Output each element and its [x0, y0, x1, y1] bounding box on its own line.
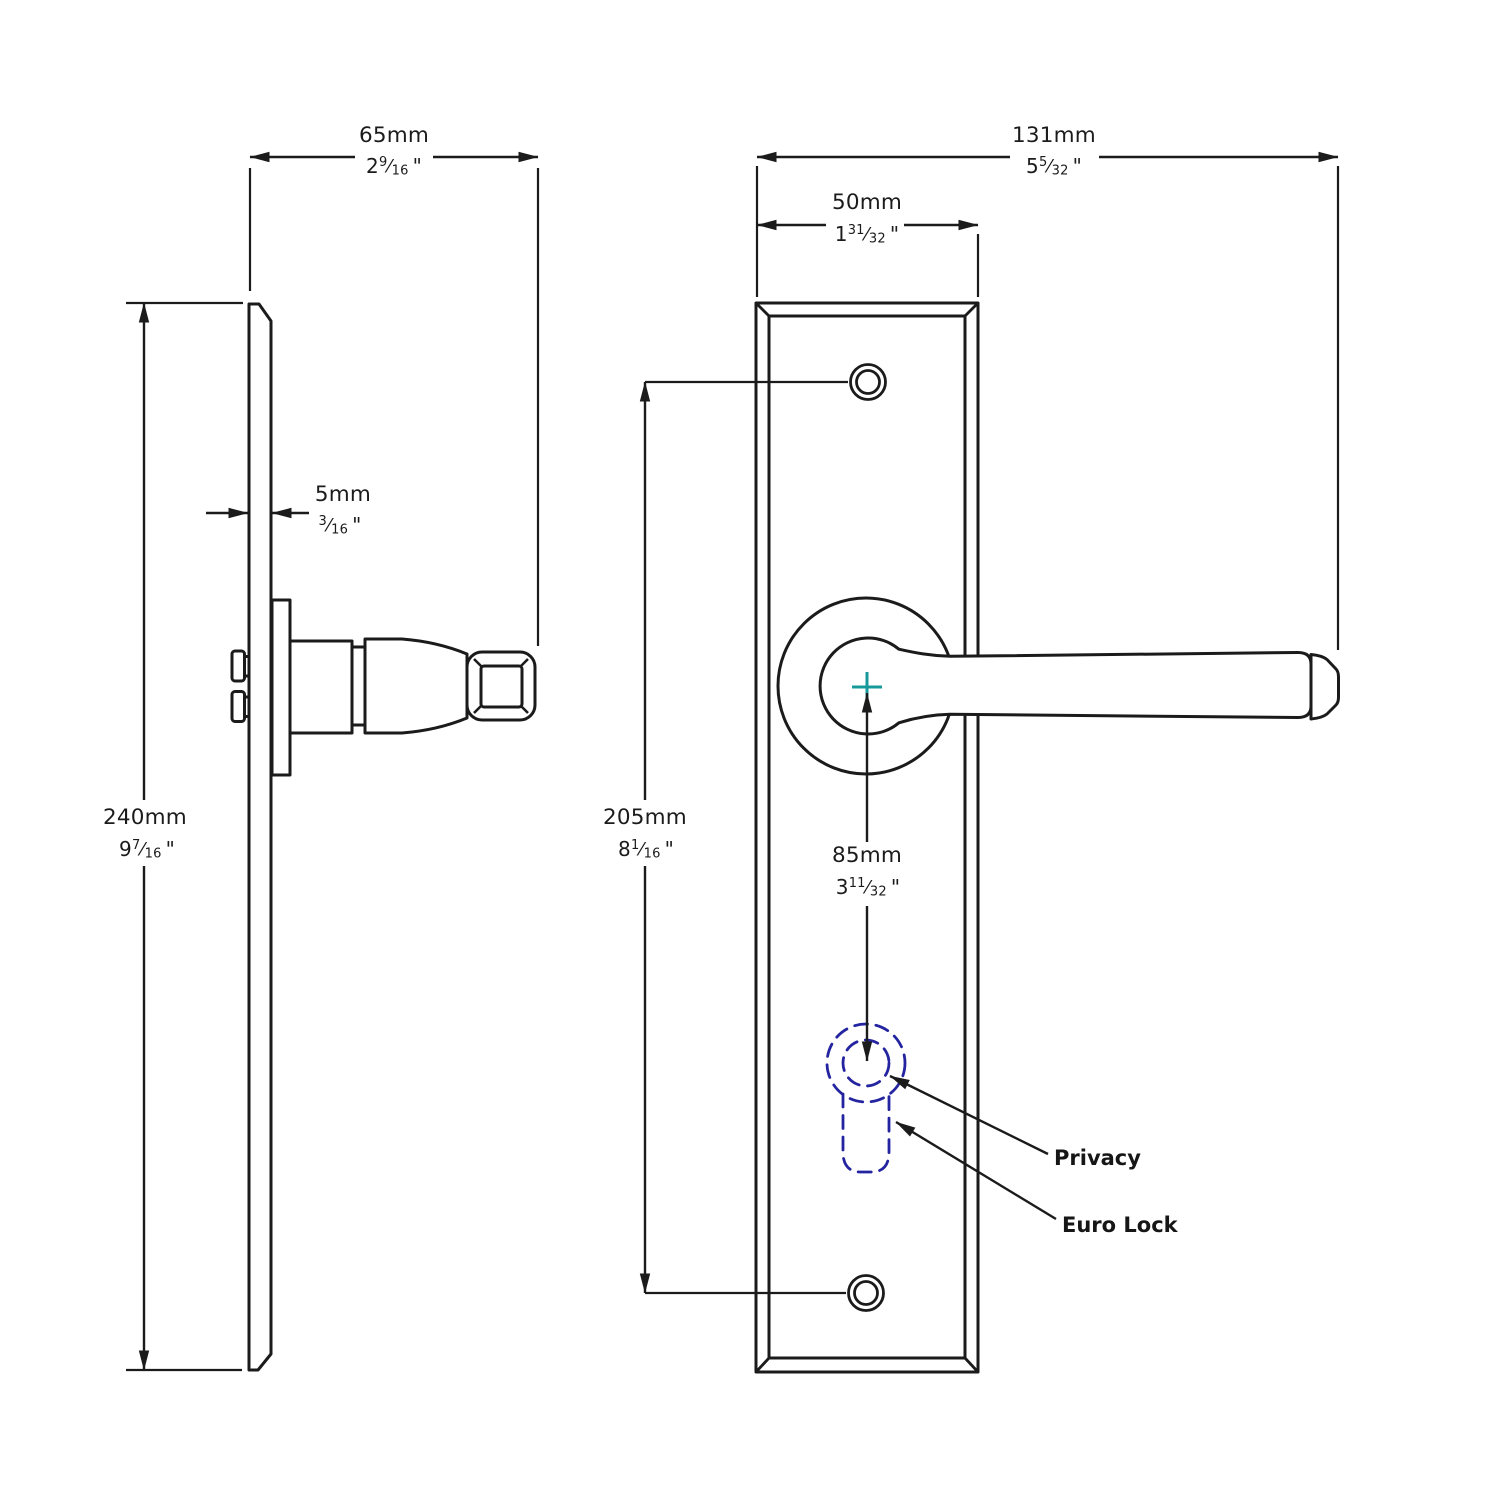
dim-plate-width-inches: 131⁄32": [834, 222, 900, 247]
side-knob-bevel-lines: [473, 658, 529, 714]
euro-lock-label: Euro Lock: [1062, 1213, 1178, 1237]
dim-plate-width-mm: 50mm: [831, 190, 903, 215]
side-view: [230, 302, 537, 1372]
side-plate-profile: [247, 302, 273, 1372]
privacy-label: Privacy: [1054, 1146, 1141, 1170]
dim-side-depth-mm: 65mm: [358, 123, 430, 148]
side-knob-face-outer: [465, 650, 537, 722]
dim-screw-centers-inches: 81⁄16": [618, 837, 674, 862]
front-screw-hole-top: [849, 363, 887, 401]
dim-front-width-inches: 55⁄32": [1026, 154, 1082, 179]
euro-cylinder-stem-dashed: [841, 1092, 891, 1174]
label-leader-lines: [889, 1074, 1057, 1221]
lever-end-cap: [1309, 653, 1340, 721]
privacy-leader: [889, 1074, 1049, 1156]
dim-front-width-mm: 131mm: [1012, 123, 1096, 148]
euro-lock-leader: [895, 1120, 1057, 1221]
front-plate-outer: [754, 301, 980, 1374]
front-plate-bevel-corners: [754, 302, 980, 1373]
dim-plate-thickness-mm: 5mm: [314, 482, 372, 507]
extension-lines: [126, 166, 1340, 1372]
dim-plate-height-inches: 97⁄16": [119, 837, 175, 862]
side-step-ring: [350, 645, 367, 727]
side-screw-bottom: [230, 690, 249, 723]
side-rose-cylinder: [288, 639, 354, 735]
lever-handle: [818, 636, 1313, 736]
dim-side-depth-inches: 29⁄16": [366, 154, 422, 179]
front-screw-hole-bottom: [847, 1274, 885, 1312]
front-view: [754, 301, 1340, 1374]
side-lever-neck: [363, 637, 469, 735]
dim-plate-height-mm: 240mm: [103, 805, 187, 830]
side-knob-face-inner: [479, 664, 524, 709]
dim-plate-thickness-inches: 3⁄16": [318, 513, 362, 538]
dim-handle-to-cylinder-inches: 311⁄32": [835, 875, 901, 900]
dimension-lines: [138, 151, 1339, 1371]
dim-screw-centers-mm: 205mm: [603, 805, 687, 830]
front-plate-inner: [767, 314, 967, 1360]
side-rose-flange: [270, 598, 292, 777]
dim-handle-to-cylinder-mm: 85mm: [831, 843, 903, 868]
side-screw-top: [230, 649, 249, 683]
